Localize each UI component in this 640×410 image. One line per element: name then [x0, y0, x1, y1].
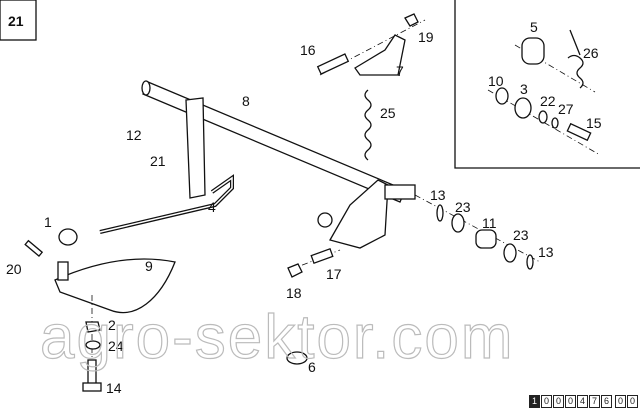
lever-plate [185, 97, 206, 199]
bushing-part-10 [495, 87, 509, 105]
document-code: 1 0 0 0 4 7 6 0 0 [529, 395, 638, 408]
nut-part-19 [404, 13, 419, 27]
nut-part-2 [85, 321, 101, 333]
label-part-5: 5 [530, 19, 538, 35]
bracket-roller [317, 212, 333, 228]
code-digit: 0 [553, 395, 564, 408]
label-part-26: 26 [583, 45, 599, 61]
label-part-6: 6 [308, 359, 316, 375]
pin-part-20 [24, 239, 44, 257]
code-digit: 6 [601, 395, 612, 408]
code-digit: 0 [565, 395, 576, 408]
label-part-1: 1 [44, 214, 52, 230]
label-part-9: 9 [145, 258, 153, 274]
bolt-part-17 [310, 247, 334, 265]
shaft-part-8 [141, 80, 406, 203]
label-part-3: 3 [520, 81, 528, 97]
bracket-part-7 [354, 34, 406, 76]
label-part-12: 12 [126, 127, 142, 143]
label-part-24: 24 [108, 338, 124, 354]
label-part-16: 16 [300, 42, 316, 58]
inset-frame [454, 0, 640, 169]
label-part-17: 17 [326, 266, 342, 282]
spring-part-25 [364, 89, 372, 161]
roller-part-11 [475, 229, 497, 249]
label-part-22: 22 [540, 93, 556, 109]
label-part-27: 27 [558, 101, 574, 117]
label-part-19: 19 [418, 29, 434, 45]
code-digit: 7 [589, 395, 600, 408]
label-part-8: 8 [242, 93, 250, 109]
ring-part-27 [551, 117, 559, 129]
code-digit: 4 [577, 395, 588, 408]
washer [503, 243, 517, 263]
figure-number: 21 [8, 13, 24, 29]
code-digit: 0 [615, 395, 626, 408]
bolt-head [82, 382, 102, 392]
code-digit: 0 [627, 395, 638, 408]
bracket [329, 179, 389, 249]
nut-part-18 [287, 263, 303, 278]
code-digit: 0 [541, 395, 552, 408]
rod-highlight [99, 176, 233, 233]
label-part-18: 18 [286, 285, 302, 301]
label-part-21: 21 [150, 153, 166, 169]
bolt-part-16 [316, 53, 350, 75]
shaft-end [384, 184, 416, 200]
washer-part-24 [85, 340, 101, 350]
watermark: agro-sektor.com [40, 303, 515, 372]
code-digit: 1 [529, 395, 540, 408]
label-part-14: 14 [106, 380, 122, 396]
label-part-13: 13 [430, 187, 446, 203]
figure-number-box [0, 0, 37, 41]
label-part-11: 11 [482, 215, 497, 231]
label-part-15: 15 [586, 115, 602, 131]
label-part-23: 23 [513, 227, 529, 243]
split-pin [436, 204, 444, 222]
washer-part-22 [538, 110, 548, 124]
label-part-13: 13 [538, 244, 554, 260]
label-part-25: 25 [380, 105, 396, 121]
roller-part-3 [514, 97, 532, 119]
split-pin [526, 254, 534, 270]
label-part-4: 4 [208, 199, 216, 215]
label-part-20: 20 [6, 261, 22, 277]
washer-part-6 [286, 351, 308, 365]
eye-part-1 [58, 228, 78, 246]
label-part-10: 10 [488, 73, 504, 89]
label-part-23: 23 [455, 199, 471, 215]
washer [451, 213, 465, 233]
bushing-part-5 [521, 37, 545, 65]
plate-pin [57, 261, 69, 281]
assembly-axis [487, 89, 601, 156]
label-part-2: 2 [108, 317, 116, 333]
plate-part-9 [54, 258, 176, 314]
assembly-axis [414, 194, 541, 263]
bolt-part-15 [566, 122, 592, 142]
spring-part-26 [567, 29, 584, 89]
label-part-7: 7 [396, 63, 404, 79]
